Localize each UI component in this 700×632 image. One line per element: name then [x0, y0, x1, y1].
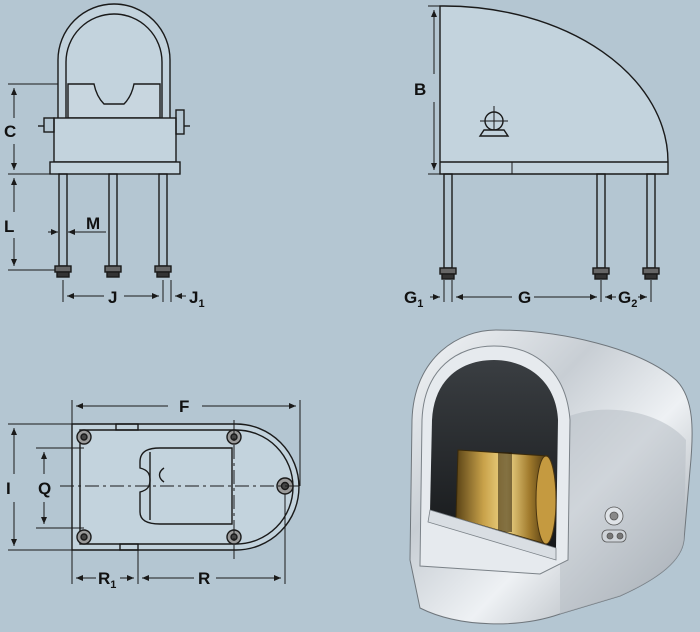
front-view-drawing — [38, 3, 190, 278]
front-view-dimensions — [8, 83, 186, 302]
dim-label-j1: J1 — [189, 288, 205, 310]
dim-label-c: C — [4, 122, 16, 141]
dim-label-l: L — [4, 217, 14, 236]
dim-label-g: G — [518, 288, 531, 307]
dim-label-j: J — [108, 288, 117, 307]
fairlead-photo — [409, 329, 693, 625]
top-view-dimensions — [8, 400, 301, 584]
dim-label-m: M — [86, 214, 100, 233]
dim-label-b: B — [414, 80, 426, 99]
dim-label-g2: G2 — [618, 288, 637, 310]
dim-label-g1: G1 — [404, 288, 423, 310]
dim-label-i: I — [6, 479, 11, 498]
side-view-drawing — [439, 5, 669, 280]
top-view-drawing — [71, 423, 300, 551]
side-view-dimensions — [428, 5, 652, 302]
dim-label-r: R — [198, 569, 210, 588]
dim-label-f: F — [179, 397, 189, 416]
dim-label-q: Q — [38, 479, 51, 498]
dim-label-r1: R1 — [98, 569, 116, 591]
